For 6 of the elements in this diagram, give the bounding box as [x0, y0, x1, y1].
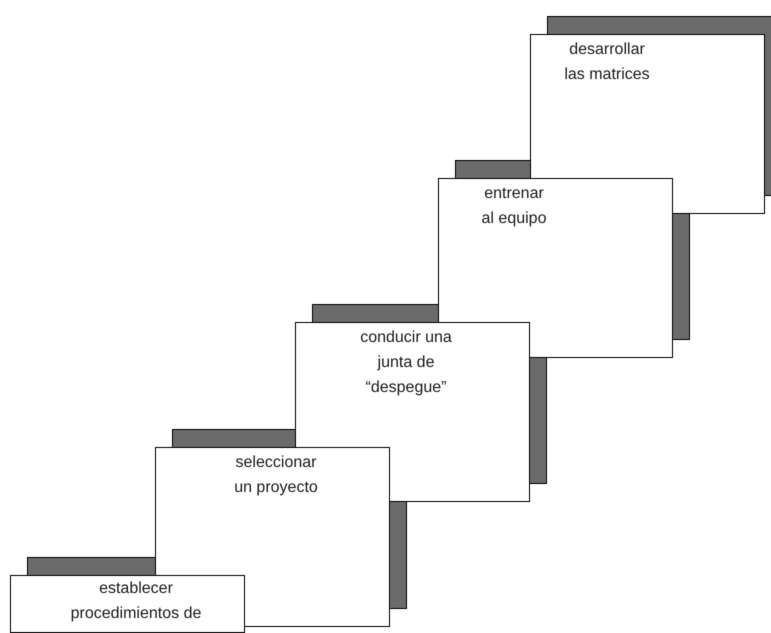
- step-text: seleccionar un proyecto: [233, 453, 319, 498]
- step-text: entrenar al equipo: [480, 184, 548, 229]
- step-card: [10, 575, 245, 633]
- step-text: conducir una junta de “despegue”: [359, 328, 453, 398]
- step-text: establecer procedimientos de: [70, 579, 202, 624]
- step-text: desarrollar las matrices: [563, 40, 651, 85]
